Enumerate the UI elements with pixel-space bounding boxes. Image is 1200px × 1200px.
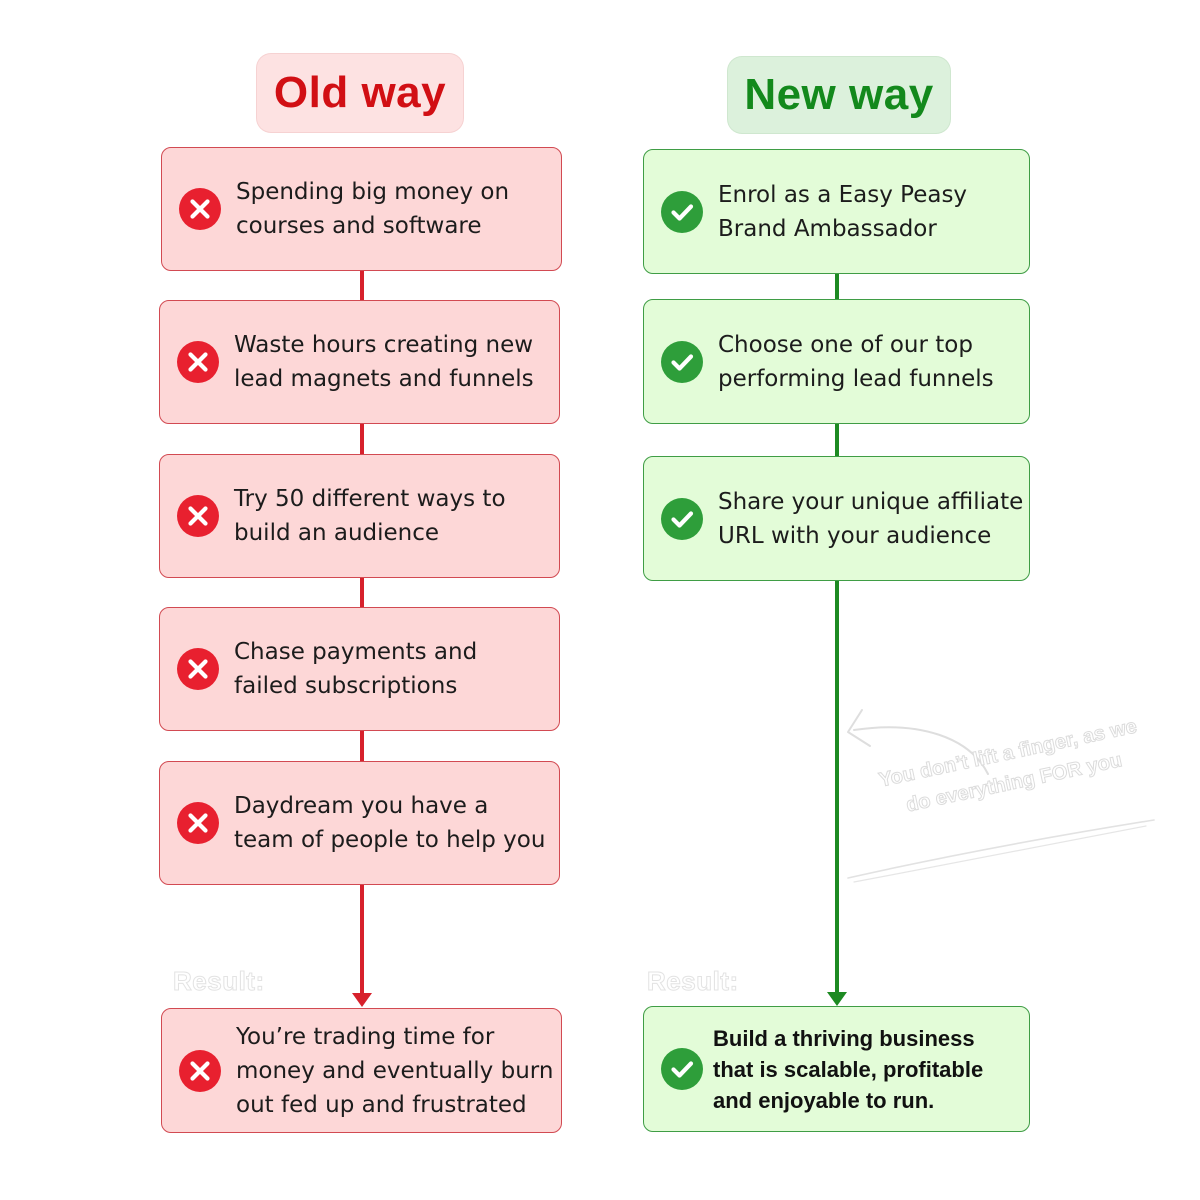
x-circle-icon [179,1049,221,1092]
old-result-arrow-line [360,884,364,994]
new-step-text: Share your unique affiliate URL with you… [718,488,1024,549]
old-step-1: Spending big money on courses and softwa… [161,147,562,271]
check-circle-icon [661,340,703,383]
old-step-text: Waste hours creating new lead magnets an… [234,332,534,392]
x-circle-icon [177,495,219,537]
old-step-text: Daydream you have a team of people to he… [234,793,546,853]
new-step-3: Share your unique affiliate URL with you… [643,456,1030,581]
old-step-text: Chase payments and failed subscriptions [234,639,478,699]
new-connector [835,423,839,457]
new-step-text: Choose one of our top performing lead fu… [718,331,994,392]
new-way-heading: New way [728,57,950,133]
new-step-2: Choose one of our top performing lead fu… [643,299,1030,424]
check-circle-icon [661,1048,703,1090]
new-step-text: Enrol as a Easy Peasy Brand Ambassador [718,181,968,242]
old-way-heading: Old way [257,54,463,132]
new-result-box: Build a thriving business that is scalab… [643,1006,1030,1132]
new-result-text: Build a thriving business that is scalab… [713,1025,984,1113]
new-step-1: Enrol as a Easy Peasy Brand Ambassador [643,149,1030,274]
x-circle-icon [179,188,221,230]
old-step-4: Chase payments and failed subscriptions [159,607,560,731]
new-result-label: Result: [647,966,739,997]
x-circle-icon [177,802,219,844]
old-result-label: Result: [173,966,265,997]
new-connector [835,273,839,300]
check-circle-icon [661,497,703,540]
old-connector [360,731,364,762]
old-result-arrowhead [352,993,372,1007]
old-connector [360,271,364,301]
x-circle-icon [177,341,219,383]
new-result-arrow-line [835,580,839,993]
old-step-text: Try 50 different ways to build an audien… [234,486,506,546]
new-result-arrowhead [827,992,847,1006]
x-circle-icon [177,648,219,690]
old-step-2: Waste hours creating new lead magnets an… [159,300,560,424]
old-step-5: Daydream you have a team of people to he… [159,761,560,885]
check-circle-icon [661,190,703,233]
old-step-3: Try 50 different ways to build an audien… [159,454,560,578]
old-connector [360,424,364,455]
old-step-text: Spending big money on courses and softwa… [236,179,510,239]
old-result-text: You’re trading time for money and eventu… [236,1023,554,1118]
curved-arrow-icon [847,709,1155,883]
old-result-box: You’re trading time for money and eventu… [161,1008,562,1133]
old-connector [360,577,364,608]
